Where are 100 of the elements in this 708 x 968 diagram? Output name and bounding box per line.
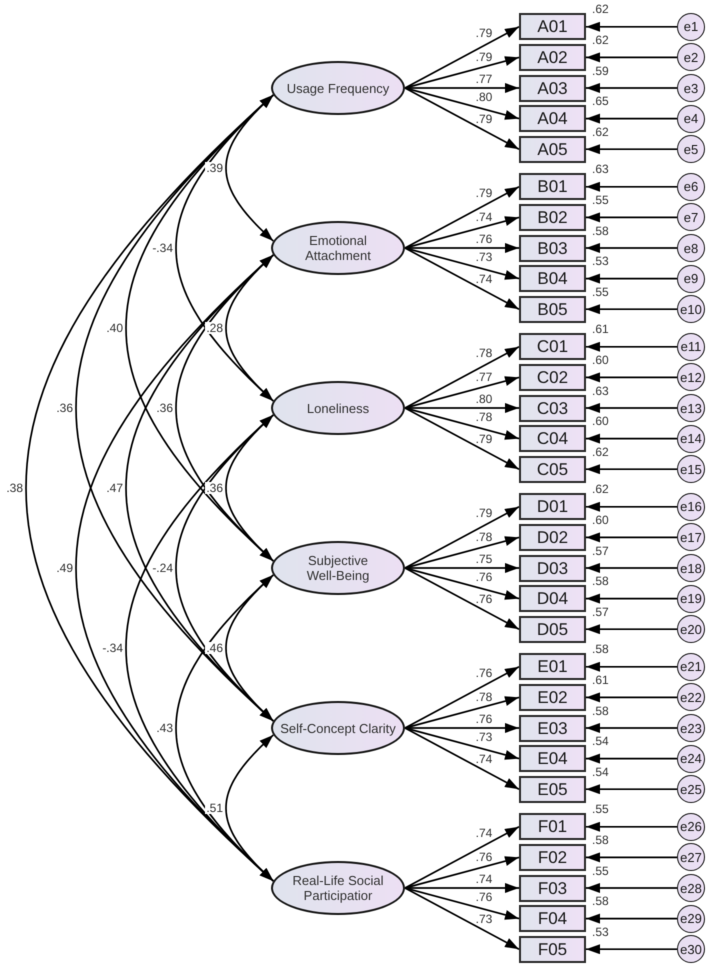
observed-variable-box xyxy=(519,776,586,803)
error-term-circle xyxy=(677,874,705,902)
error-term-circle xyxy=(677,264,705,293)
loading-value: .76 xyxy=(476,891,492,904)
loading-value: .79 xyxy=(476,432,492,445)
arrow xyxy=(586,403,677,413)
error-term-circle xyxy=(677,135,705,164)
r-squared-value: .58 xyxy=(592,643,609,656)
indicator-code: D01 xyxy=(536,497,568,516)
arrow xyxy=(586,563,677,573)
arrow xyxy=(586,594,677,604)
indicator-code: B02 xyxy=(537,208,568,227)
loading-value: .80 xyxy=(476,392,492,405)
latent-variable-name: Self-Concept Clarity xyxy=(280,720,396,736)
arrow xyxy=(586,144,677,154)
observed-variable-box xyxy=(519,684,586,711)
error-term-circle xyxy=(677,584,705,613)
observed-variable-box xyxy=(519,653,586,680)
arrow xyxy=(586,274,677,284)
arrow xyxy=(404,87,520,120)
loading-value: .78 xyxy=(476,531,492,544)
r-squared-value: .62 xyxy=(592,126,609,138)
observed-variable-box xyxy=(519,524,586,551)
error-term-name: e25 xyxy=(680,782,702,797)
error-term-name: e23 xyxy=(680,720,702,736)
arrow xyxy=(404,56,520,89)
error-term-name: e5 xyxy=(684,142,698,157)
error-term-circle xyxy=(677,652,705,681)
error-term-circle xyxy=(677,455,705,484)
r-squared-value: .60 xyxy=(592,514,609,526)
error-term-name: e14 xyxy=(680,431,702,446)
arrow xyxy=(586,342,677,352)
r-squared-value: .54 xyxy=(592,735,609,748)
error-term-name: e19 xyxy=(680,591,702,606)
indicator-code: A02 xyxy=(537,48,568,67)
error-term-name: e20 xyxy=(680,622,702,637)
loading-value: .74 xyxy=(476,872,492,885)
arrow xyxy=(586,944,677,954)
r-squared-value: .55 xyxy=(592,864,609,876)
arrow xyxy=(404,376,520,409)
error-term-name: e29 xyxy=(680,911,702,926)
observed-variable-box xyxy=(519,425,586,452)
error-term-circle xyxy=(677,615,705,644)
r-squared-value: .58 xyxy=(592,224,609,236)
observed-variable-box xyxy=(519,616,586,643)
arrow xyxy=(404,536,520,569)
error-term-circle xyxy=(677,683,705,712)
error-term-name: e2 xyxy=(684,50,698,65)
error-term-name: e10 xyxy=(680,302,702,317)
observed-variable-box xyxy=(519,234,586,262)
r-squared-value: .62 xyxy=(592,34,609,46)
correlation-value: .43 xyxy=(155,722,174,734)
correlation-value: .40 xyxy=(105,322,124,334)
error-term-circle xyxy=(677,363,705,392)
arrow xyxy=(404,407,520,440)
indicator-code: B05 xyxy=(537,300,568,319)
observed-variable-box xyxy=(519,493,586,520)
indicator-code: F01 xyxy=(538,817,568,836)
indicator-code: D05 xyxy=(536,620,568,639)
error-term-circle xyxy=(677,203,705,232)
arrow xyxy=(586,532,677,542)
correlation-value: .36 xyxy=(205,482,224,494)
r-squared-value: .58 xyxy=(592,895,609,908)
error-term-name: e15 xyxy=(680,462,702,477)
arrow xyxy=(586,434,677,444)
error-term-circle xyxy=(677,332,705,361)
indicator-code: E01 xyxy=(537,657,568,676)
error-term-circle xyxy=(677,714,705,742)
arrow xyxy=(404,567,520,600)
correlation-value: .39 xyxy=(205,162,224,174)
indicator-code: E05 xyxy=(537,780,568,799)
error-term-circle xyxy=(677,12,705,41)
loading-value: .79 xyxy=(476,51,492,64)
correlation-value: -.24 xyxy=(151,562,174,574)
observed-variable-box xyxy=(519,714,586,742)
observed-variable-box xyxy=(519,936,586,963)
r-squared-value: .62 xyxy=(592,446,609,458)
latent-variable-name: Usage Frequency xyxy=(286,80,390,96)
error-term-name: e13 xyxy=(680,400,702,416)
loading-value: .74 xyxy=(476,272,492,285)
observed-variable-box xyxy=(519,13,586,40)
latent-variable-name: Real-Life Social Participatior xyxy=(291,873,385,903)
arrow xyxy=(404,26,520,89)
observed-variable-box xyxy=(519,745,586,772)
arrow xyxy=(404,247,520,280)
loading-value: .79 xyxy=(476,507,492,520)
observed-variable-box xyxy=(519,813,586,840)
error-term-name: e26 xyxy=(680,819,702,834)
error-term-name: e6 xyxy=(684,179,698,194)
error-term-name: e27 xyxy=(680,850,702,865)
loading-value: .76 xyxy=(476,571,492,584)
error-term-name: e30 xyxy=(680,942,702,957)
loading-value: .79 xyxy=(476,112,492,125)
r-squared-value: .62 xyxy=(592,3,609,16)
arrow xyxy=(586,784,677,794)
observed-variable-box xyxy=(519,136,586,163)
arrow xyxy=(404,826,520,889)
loading-value: .73 xyxy=(476,912,492,925)
loading-value: .74 xyxy=(476,211,492,224)
error-term-circle xyxy=(677,104,705,133)
